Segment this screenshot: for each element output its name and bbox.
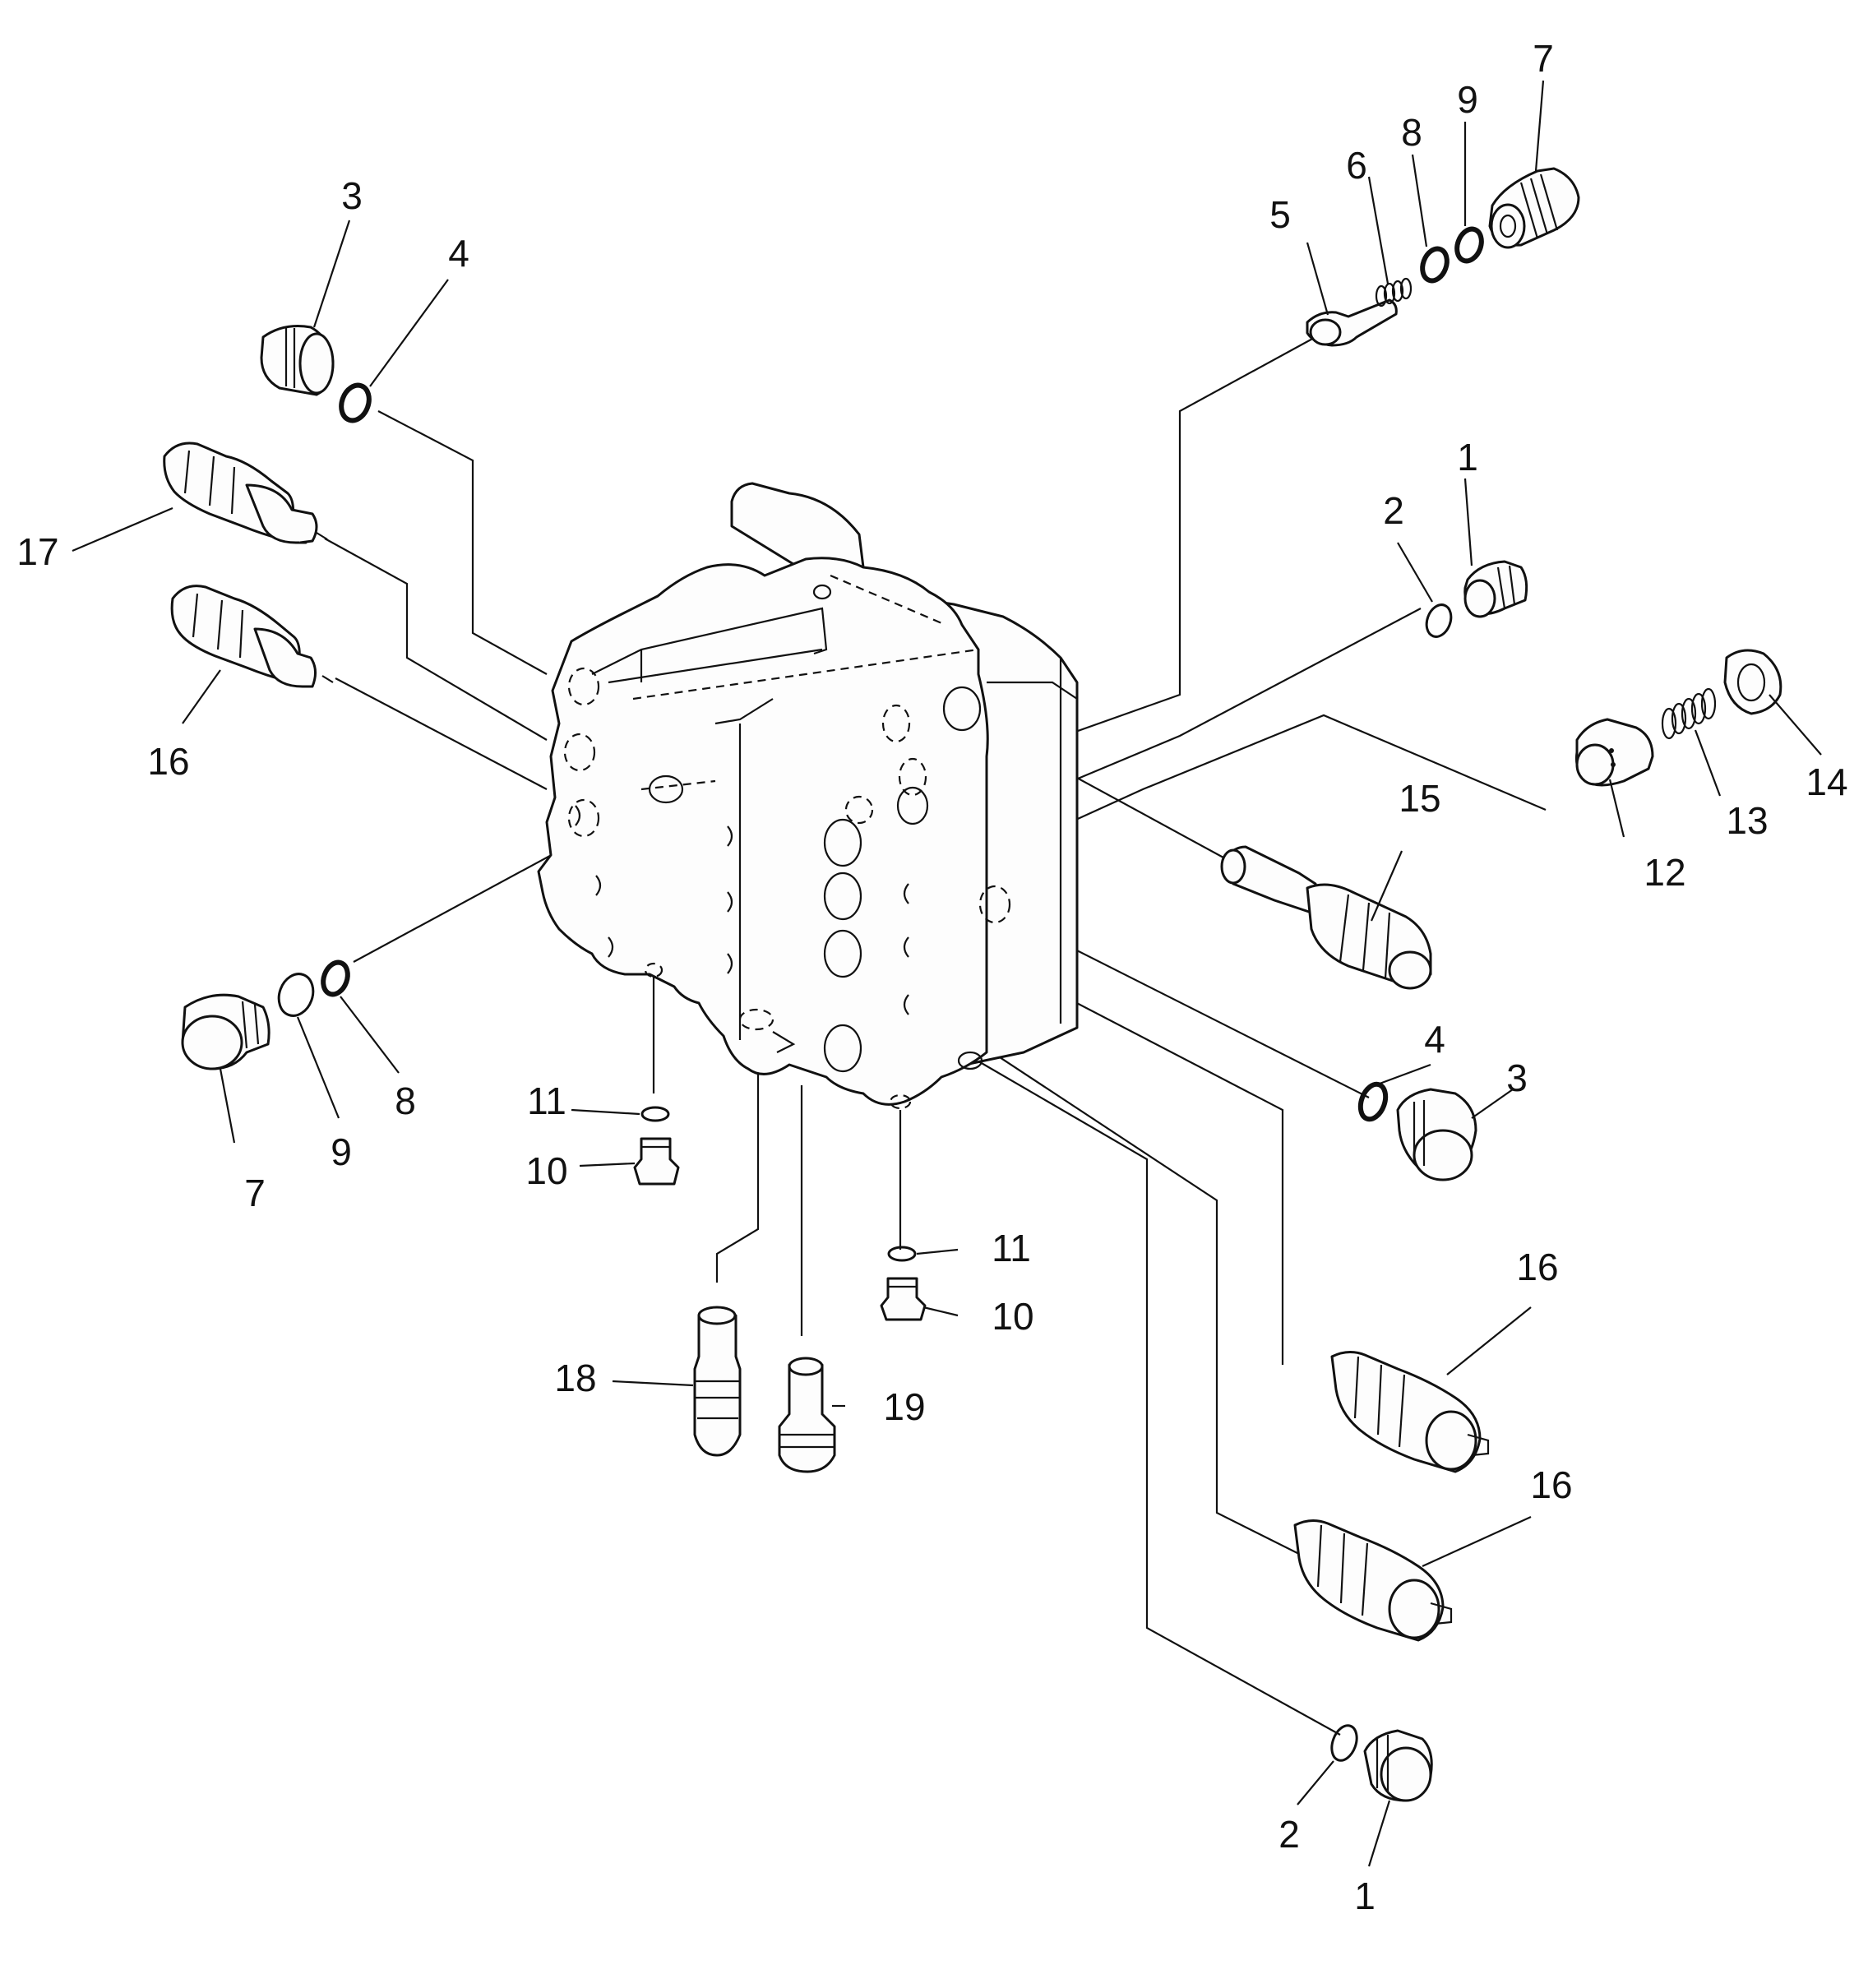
part-8-o-ring-left	[321, 959, 350, 997]
label-3-top: 3	[341, 174, 363, 217]
label-15: 15	[1399, 777, 1440, 820]
part-3-plug-top	[260, 325, 335, 396]
label-7-left: 7	[244, 1172, 266, 1214]
part-16-valve-right-lower	[1293, 1519, 1453, 1642]
part-1-plug-lower	[1363, 1729, 1433, 1802]
part-6-spring-top	[1375, 277, 1413, 307]
label-16-left: 16	[147, 740, 189, 783]
label-11-center: 11	[992, 1227, 1031, 1269]
part-2-o-ring-upper	[1425, 603, 1453, 638]
label-18: 18	[554, 1357, 596, 1399]
part-9-washer-top	[1454, 226, 1484, 264]
part-1-plug-upper	[1463, 560, 1528, 618]
label-4-right: 4	[1424, 1018, 1445, 1061]
part-9-washer-left	[277, 973, 315, 1017]
label-16-right-upper: 16	[1516, 1246, 1558, 1288]
label-1-lower: 1	[1354, 1875, 1376, 1917]
label-10-left: 10	[525, 1149, 567, 1192]
part-4-o-ring-top	[339, 382, 372, 423]
part-5-poppet	[1306, 298, 1398, 347]
label-14: 14	[1806, 761, 1847, 803]
label-9-top: 9	[1457, 78, 1478, 121]
part-19-spool	[778, 1357, 836, 1473]
part-11-o-ring-b	[887, 1246, 917, 1262]
label-1-upper: 1	[1457, 436, 1478, 479]
part-11-o-ring-a	[640, 1106, 670, 1122]
label-leaders	[72, 80, 1822, 1867]
part-10-plug-b	[880, 1277, 927, 1321]
part-8-o-ring-top	[1420, 246, 1450, 284]
label-7-top: 7	[1533, 37, 1554, 80]
part-7-plug-left	[181, 993, 270, 1070]
part-18-spool	[693, 1306, 742, 1457]
part-16-valve-left	[170, 585, 334, 688]
part-3-plug-right	[1396, 1088, 1477, 1181]
part-2-o-ring-lower	[1330, 1724, 1358, 1762]
label-19: 19	[883, 1385, 925, 1428]
label-2-upper: 2	[1383, 489, 1404, 532]
part-4-o-ring-right	[1357, 1081, 1389, 1122]
label-12: 12	[1644, 851, 1685, 894]
label-16-right-lower: 16	[1530, 1463, 1572, 1506]
part-12-piston	[1575, 718, 1654, 787]
part-15-valve	[1220, 845, 1432, 990]
part-10-plug-a	[633, 1137, 680, 1186]
part-13-spring-right	[1661, 687, 1717, 740]
label-5: 5	[1269, 193, 1291, 236]
label-13: 13	[1726, 799, 1768, 842]
label-10-center: 10	[992, 1295, 1033, 1338]
label-8-left: 8	[395, 1080, 416, 1122]
part-16-valve-right-upper	[1330, 1351, 1490, 1473]
part-17-valve	[163, 442, 328, 544]
label-4-top: 4	[448, 232, 469, 275]
label-11-left: 11	[527, 1080, 566, 1122]
part-14-cap	[1723, 649, 1782, 715]
valve-body	[537, 482, 1079, 1110]
label-3-right: 3	[1506, 1056, 1528, 1099]
label-17: 17	[16, 530, 58, 573]
part-labels: 3 4 17 16 7 9 8 11 10 18 19 11 10 5 6 8 …	[16, 37, 1847, 1917]
label-9-left: 9	[331, 1130, 352, 1173]
part-7-plug-top	[1488, 167, 1580, 249]
label-8-top: 8	[1401, 111, 1422, 154]
label-2-lower: 2	[1278, 1813, 1300, 1856]
label-6: 6	[1346, 144, 1367, 187]
